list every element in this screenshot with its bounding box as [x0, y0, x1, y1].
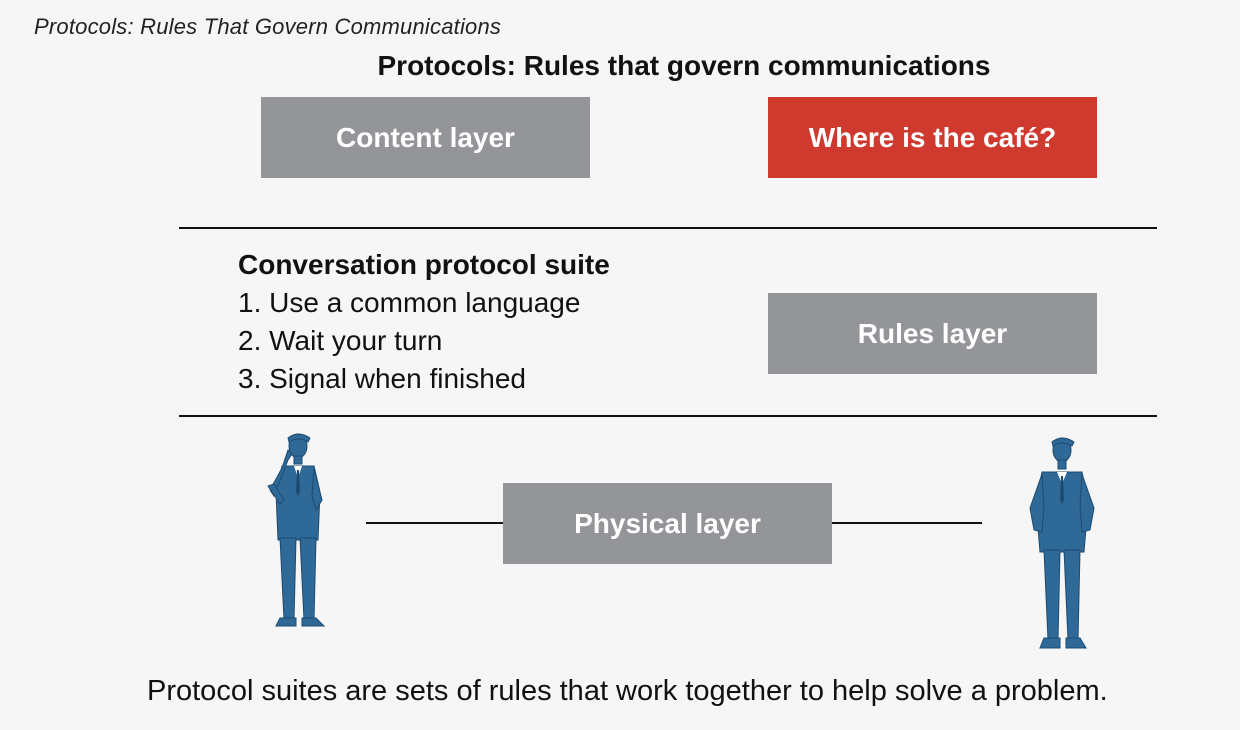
page-label: Protocols: Rules That Govern Communicati…	[34, 14, 502, 39]
suite-item: 3. Signal when finished	[238, 363, 526, 394]
suite-item: 2. Wait your turn	[238, 325, 443, 356]
physical-layer-box: Physical layer	[503, 483, 832, 564]
caption: Protocol suites are sets of rules that w…	[147, 675, 1108, 707]
person-listening-icon	[1029, 437, 1095, 649]
content-layer-box: Content layer	[261, 97, 590, 178]
rules-layer-box: Rules layer	[768, 293, 1097, 374]
connector-line-left	[366, 522, 503, 524]
layer-divider-bottom	[179, 415, 1157, 417]
suite-item: 1. Use a common language	[238, 287, 581, 318]
speech-bubble: Where is the café?	[768, 97, 1097, 178]
protocol-suite-list: Conversation protocol suite 1. Use a com…	[238, 246, 610, 398]
suite-title: Conversation protocol suite	[238, 249, 610, 280]
layer-divider-top	[179, 227, 1157, 229]
connector-line-right	[832, 522, 982, 524]
diagram-title: Protocols: Rules that govern communicati…	[377, 50, 991, 81]
person-speaking-icon	[267, 433, 326, 627]
